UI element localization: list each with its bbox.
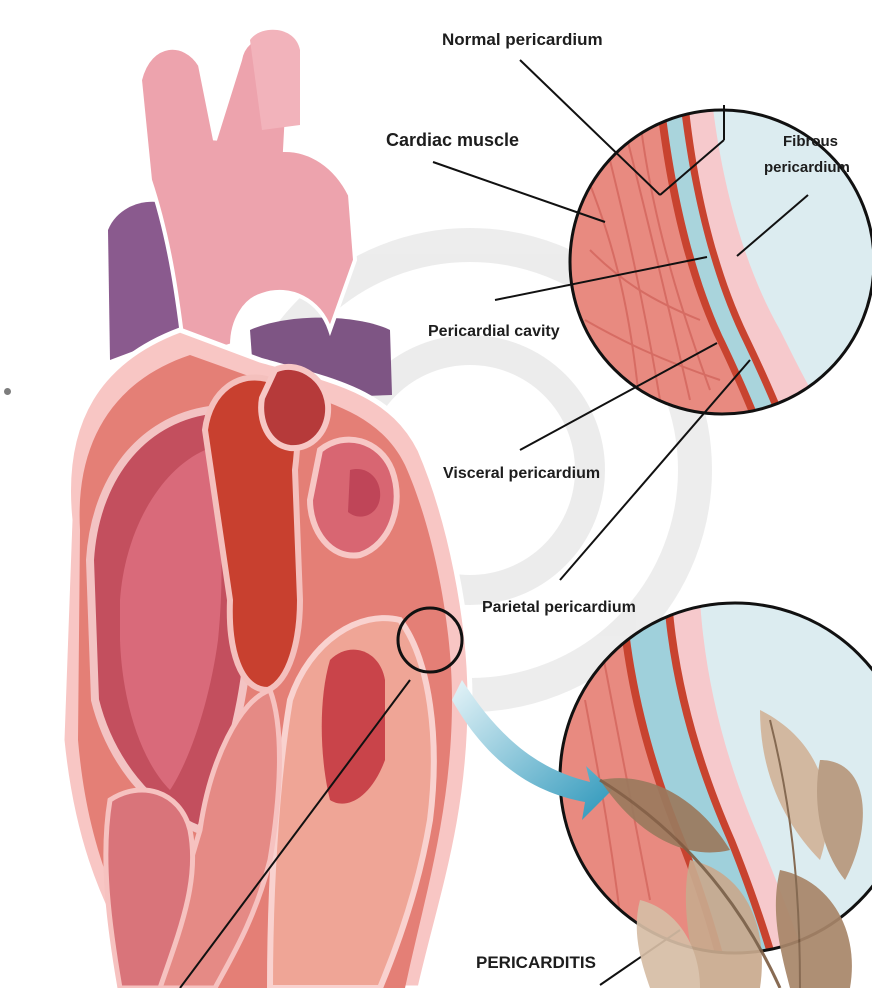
pulmonary-valve — [261, 367, 328, 448]
label-cardiac-muscle: Cardiac muscle — [386, 130, 519, 150]
label-normal-pericardium: Normal pericardium — [442, 30, 603, 49]
label-pericardial-cavity: Pericardial cavity — [428, 323, 560, 340]
label-fibrous-pericardium-line2: pericardium — [764, 159, 850, 176]
label-parietal-pericardium: Parietal pericardium — [482, 599, 636, 616]
label-visceral-pericardium: Visceral pericardium — [443, 465, 600, 482]
label-pericarditis: PERICARDITIS — [476, 953, 596, 972]
label-fibrous-pericardium-line1: Fibrous — [783, 133, 838, 150]
heart-illustration — [62, 30, 470, 988]
